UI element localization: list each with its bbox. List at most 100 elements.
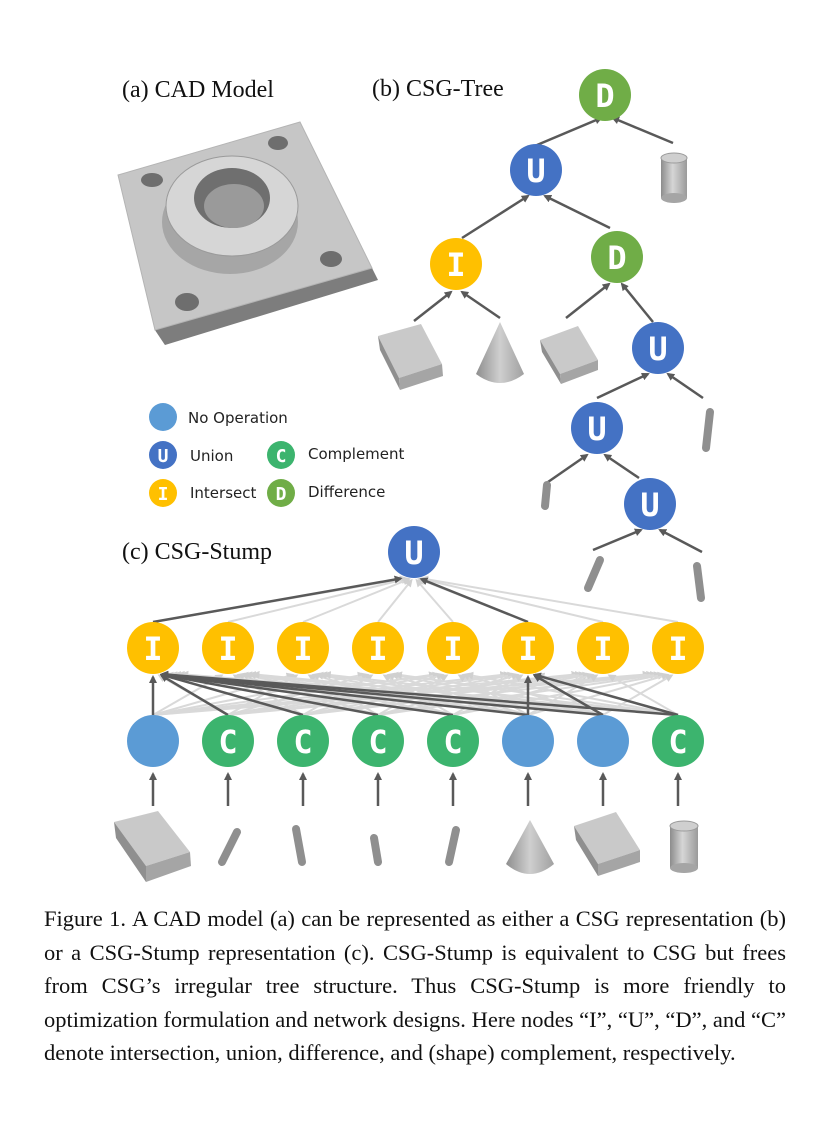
faint-edge (227, 576, 410, 623)
faint-edge (420, 575, 679, 623)
faint-edge (322, 671, 679, 716)
svg-text:U: U (640, 486, 659, 524)
caption-text: A CAD model (a) can be represented as ei… (44, 906, 786, 1065)
tree-cone-primitive (476, 322, 524, 383)
faint-edge (302, 577, 411, 623)
intersect-edge (159, 671, 379, 717)
faint-edge (393, 671, 679, 716)
tree-thin-cylinder-primitive (693, 562, 705, 602)
stump-node-intersect: I (352, 622, 404, 674)
stump-node-intersect: I (577, 622, 629, 674)
figure-caption: Figure 1.A CAD model (a) can be represen… (44, 902, 786, 1070)
faint-edge (418, 576, 604, 623)
svg-text:I: I (443, 630, 462, 668)
figure-canvas: (a) CAD Model (b) CSG-Tree (c) CSG-Stump (114, 69, 714, 882)
svg-text:C: C (293, 723, 312, 761)
svg-text:I: I (518, 630, 537, 668)
stump-cube-primitive (114, 811, 191, 882)
tree-thin-cylinder-primitive (702, 408, 714, 452)
intersect-edge (159, 671, 454, 717)
stump-thin-cylinder-primitive (445, 826, 460, 866)
faint-edge (457, 674, 529, 716)
union-edge (152, 575, 403, 624)
svg-text:I: I (668, 630, 687, 668)
tree-thin-cylinder-primitive (541, 481, 551, 510)
svg-text:I: I (593, 630, 612, 668)
faint-edge (465, 671, 679, 716)
svg-text:U: U (158, 446, 169, 467)
complement-swatch-icon (267, 441, 295, 469)
tree-node-union: U (510, 144, 562, 196)
stump-primitives (114, 811, 699, 882)
svg-text:I: I (143, 630, 162, 668)
stump-thin-cylinder-primitive (292, 825, 306, 866)
stump-dark-edges (149, 575, 682, 806)
svg-text:D: D (276, 484, 287, 505)
svg-text:C: C (443, 723, 462, 761)
stump-node-no-operation (577, 715, 629, 767)
union-swatch-icon (149, 441, 177, 469)
legend-item-difference: D Difference (267, 479, 385, 507)
stump-cylinder-primitive (669, 820, 699, 873)
union-edge (419, 577, 529, 624)
stump-node-complement: C (277, 715, 329, 767)
intersect-edge (532, 672, 679, 717)
legend-item-no-operation: No Operation (149, 403, 288, 431)
svg-text:I: I (293, 630, 312, 668)
no-operation-swatch-icon (149, 403, 177, 431)
stump-node-no-operation (127, 715, 179, 767)
tree-node-union: U (632, 322, 684, 374)
intersect-swatch-icon (149, 479, 177, 507)
csg-tree-edges (413, 116, 704, 554)
caption-label: Figure 1. (44, 906, 127, 931)
panel-a-title: (a) CAD Model (122, 77, 274, 103)
tree-node-intersect: I (430, 238, 482, 290)
stump-node-union: U (388, 526, 440, 578)
difference-swatch-icon (267, 479, 295, 507)
cad-model-illustration (117, 121, 378, 345)
svg-text:D: D (607, 239, 626, 277)
faint-edge (377, 578, 413, 623)
stump-thin-cylinder-primitive (370, 834, 382, 866)
stump-node-intersect: I (127, 622, 179, 674)
stump-nodes: U I I I I I I I I C C C C C (127, 526, 704, 767)
faint-edge (607, 674, 679, 716)
stump-node-intersect: I (202, 622, 254, 674)
stump-node-complement: C (202, 715, 254, 767)
tree-node-difference: D (579, 69, 631, 121)
tree-thin-cylinder-primitive (584, 556, 604, 592)
panel-b-title: (b) CSG-Tree (372, 76, 504, 102)
intersect-edge (159, 672, 304, 717)
tree-cube-primitive (378, 324, 443, 390)
stump-node-complement: C (352, 715, 404, 767)
stump-node-intersect: I (502, 622, 554, 674)
stump-node-intersect: I (277, 622, 329, 674)
svg-text:I: I (446, 246, 465, 284)
svg-text:I: I (158, 484, 169, 505)
tree-node-difference: D (591, 231, 643, 283)
stump-node-intersect: I (652, 622, 704, 674)
panel-c-title: (c) CSG-Stump (122, 539, 272, 565)
intersect-edge (532, 674, 604, 717)
stump-cube-primitive (574, 812, 640, 876)
stump-thin-cylinder-primitive (218, 828, 241, 866)
legend-item-union: U Union (149, 441, 233, 469)
stump-node-intersect: I (427, 622, 479, 674)
faint-edge (227, 671, 441, 716)
stump-node-no-operation (502, 715, 554, 767)
svg-text:U: U (404, 534, 423, 572)
tree-cylinder-primitive (660, 152, 688, 203)
svg-text:U: U (648, 330, 667, 368)
svg-text:C: C (368, 723, 387, 761)
legend: No Operation U Union C Complement I Inte… (149, 403, 405, 507)
intersect-edge (159, 674, 229, 717)
svg-text:I: I (218, 630, 237, 668)
svg-text:U: U (587, 410, 606, 448)
svg-text:U: U (526, 152, 545, 190)
tree-node-union: U (624, 478, 676, 530)
svg-text:Union: Union (190, 447, 233, 465)
legend-item-intersect: I Intersect (149, 479, 256, 507)
stump-node-complement: C (427, 715, 479, 767)
svg-text:C: C (668, 723, 687, 761)
faint-edge (415, 578, 454, 623)
